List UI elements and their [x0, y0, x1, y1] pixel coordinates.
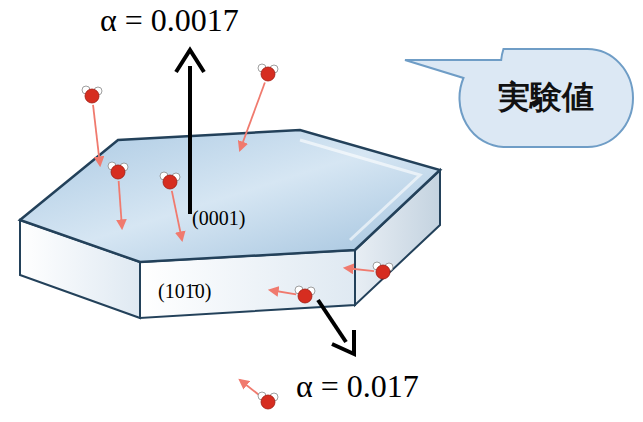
speech-bubble: 実験値: [458, 48, 633, 148]
callout-text: 実験値: [498, 76, 594, 120]
coefficient-label: α = 0.017: [296, 368, 419, 405]
water-molecules: [82, 64, 393, 409]
face-index: (101̄0): [158, 280, 211, 303]
normal-arrow: [188, 66, 192, 214]
normal-arrow: [318, 300, 346, 342]
face-index: (0001): [192, 207, 245, 230]
coefficient-label: α = 0.0017: [100, 2, 239, 39]
basal-face: [20, 130, 440, 262]
